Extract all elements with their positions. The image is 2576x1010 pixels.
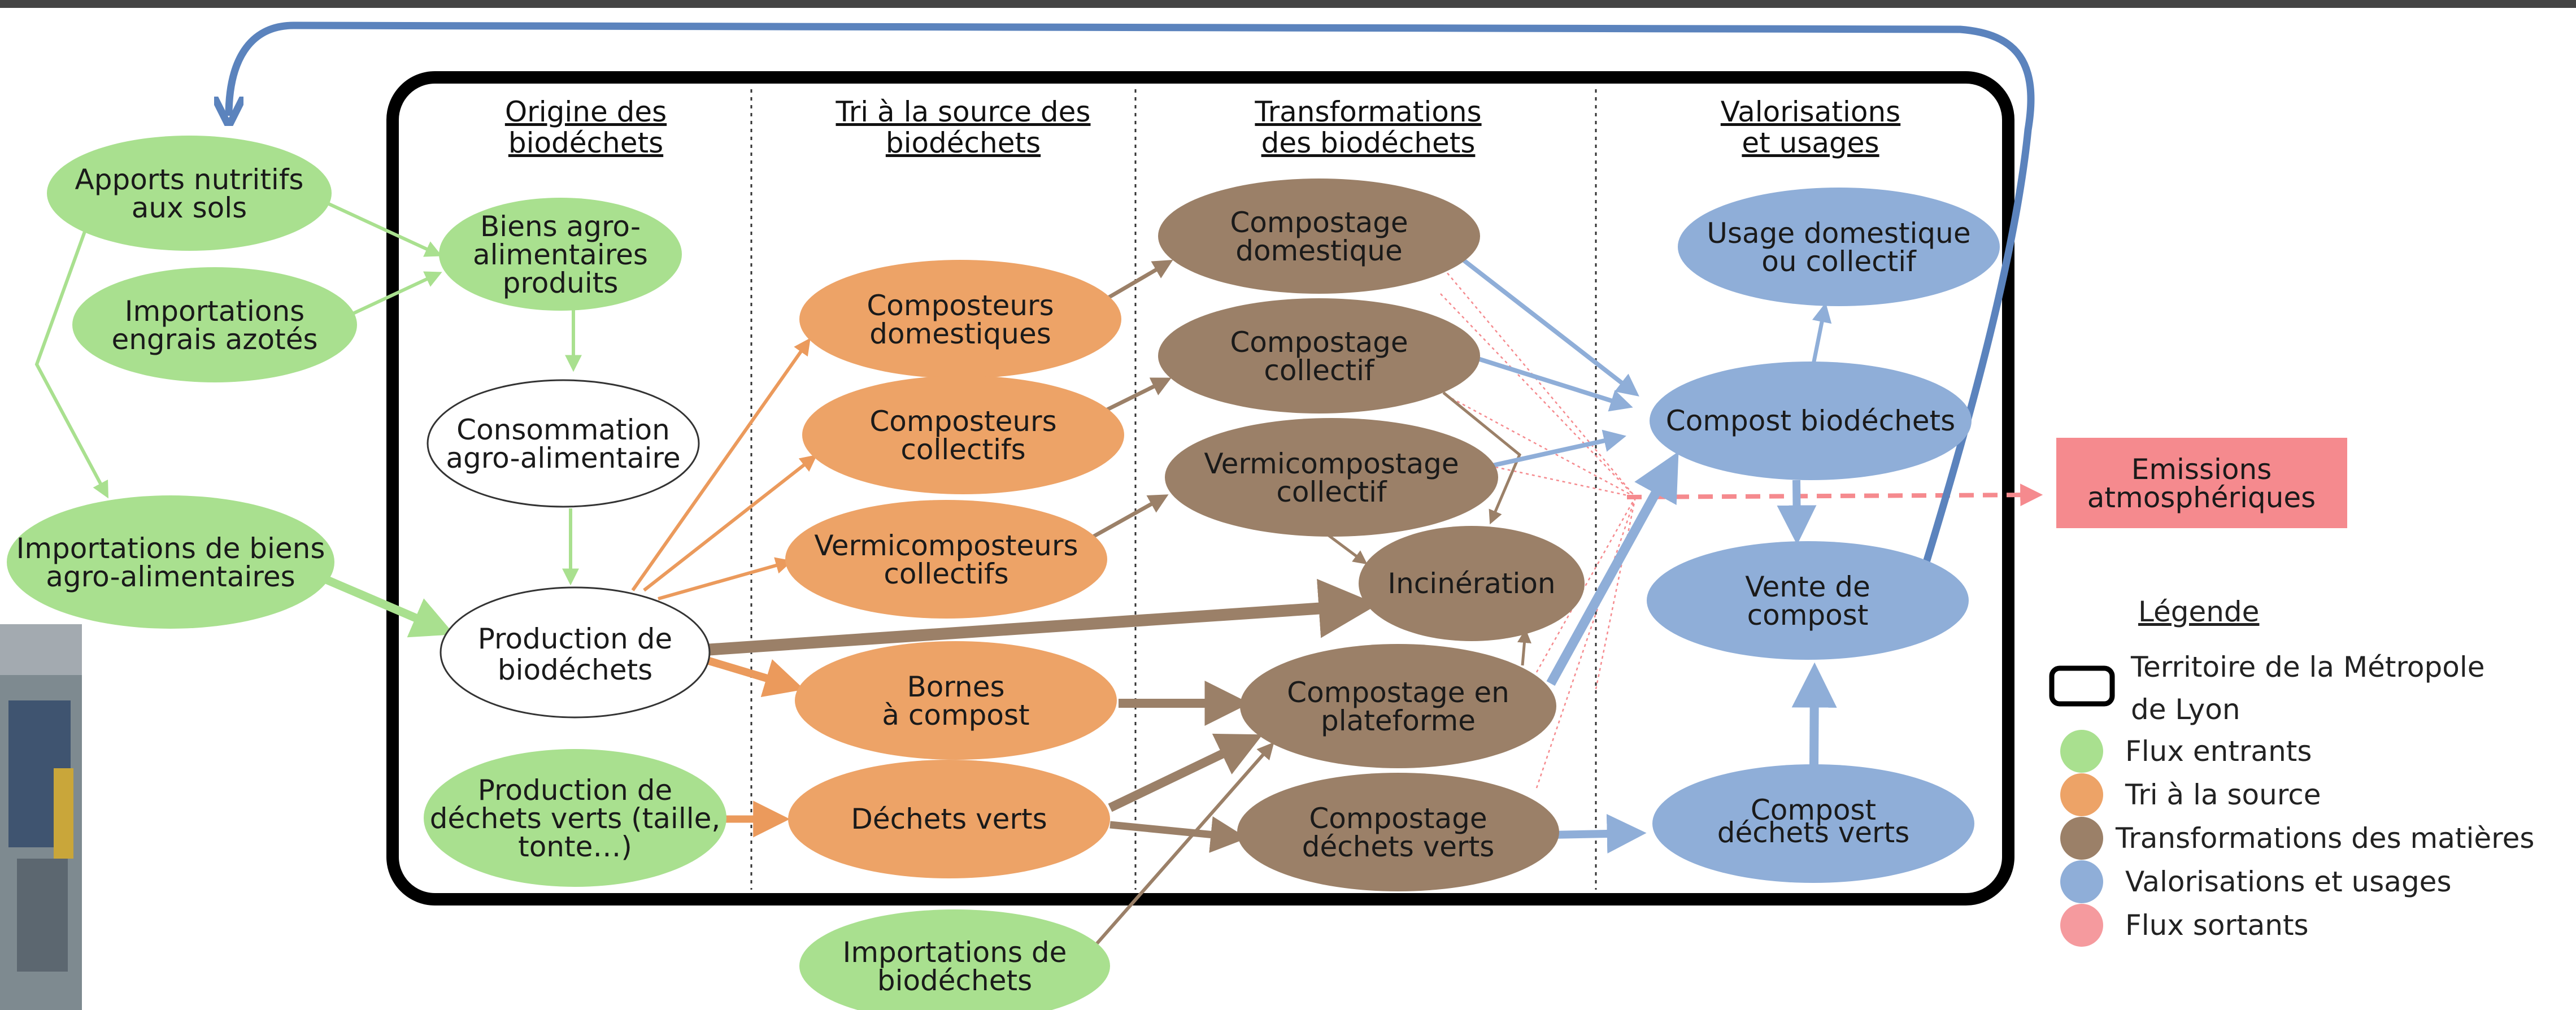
node-compost-biodechets: Compost biodéchets bbox=[1650, 362, 1972, 480]
legend-swatch-transformations bbox=[2060, 817, 2103, 860]
pink-emission-lines bbox=[1440, 268, 1637, 789]
svg-text:Légende: Légende bbox=[2138, 595, 2259, 628]
column-header-valorisations: Valorisations et usages bbox=[1721, 95, 1900, 159]
top-bar bbox=[0, 0, 2576, 8]
node-incineration: Incinération bbox=[1359, 526, 1585, 641]
column-header-origine: Origine des biodéchets bbox=[505, 95, 667, 159]
svg-text:des biodéchets: des biodéchets bbox=[1261, 127, 1476, 159]
side-photo bbox=[0, 624, 82, 1010]
legend-swatch-flux-sortants bbox=[2060, 904, 2103, 947]
svg-text:Valorisations: Valorisations bbox=[1721, 95, 1900, 128]
legend-swatch-tri bbox=[2060, 773, 2103, 816]
brown-arrows bbox=[708, 260, 1531, 959]
svg-text:de Lyon: de Lyon bbox=[2131, 693, 2240, 726]
svg-text:Tri à la source: Tri à la source bbox=[2125, 778, 2321, 811]
legend-swatch-flux-entrants bbox=[2060, 730, 2103, 773]
svg-text:Valorisations et usages: Valorisations et usages bbox=[2125, 865, 2452, 898]
arrow-vente-to-apports-loop bbox=[229, 21, 2035, 563]
svg-text:Tri à la source des: Tri à la source des bbox=[836, 95, 1091, 128]
blue-arrows bbox=[1461, 258, 1837, 854]
svg-text:Territoire de la Métropole: Territoire de la Métropole bbox=[2130, 651, 2485, 684]
svg-text:biodéchets: biodéchets bbox=[886, 127, 1041, 159]
node-dechets-verts: Déchets verts bbox=[788, 760, 1110, 878]
svg-text:Flux sortants: Flux sortants bbox=[2125, 909, 2309, 942]
svg-text:Transformations: Transformations bbox=[1254, 95, 1481, 128]
column-header-tri: Tri à la source des biodéchets bbox=[836, 95, 1091, 159]
green-arrows bbox=[34, 202, 582, 638]
svg-text:Transformations des matières: Transformations des matières bbox=[2115, 822, 2534, 855]
orange-arrows bbox=[631, 338, 817, 838]
territory-border bbox=[386, 71, 2014, 905]
svg-text:Incinération: Incinération bbox=[1387, 567, 1555, 600]
svg-text:et usages: et usages bbox=[1742, 127, 1879, 159]
svg-text:Flux entrants: Flux entrants bbox=[2125, 735, 2312, 768]
arrow-to-emissions bbox=[1626, 484, 2043, 507]
svg-text:Compost biodéchets: Compost biodéchets bbox=[1666, 404, 1955, 437]
legend: Légende Territoire de la Métropole de Ly… bbox=[2049, 595, 2534, 947]
svg-text:biodéchets: biodéchets bbox=[508, 127, 663, 159]
column-header-transformations: Transformations des biodéchets bbox=[1254, 95, 1481, 159]
legend-swatch-valorisations bbox=[2060, 860, 2103, 903]
svg-text:Déchets verts: Déchets verts bbox=[851, 803, 1047, 835]
legend-territory-swatch bbox=[2049, 665, 2115, 707]
svg-text:Origine des: Origine des bbox=[505, 95, 667, 128]
